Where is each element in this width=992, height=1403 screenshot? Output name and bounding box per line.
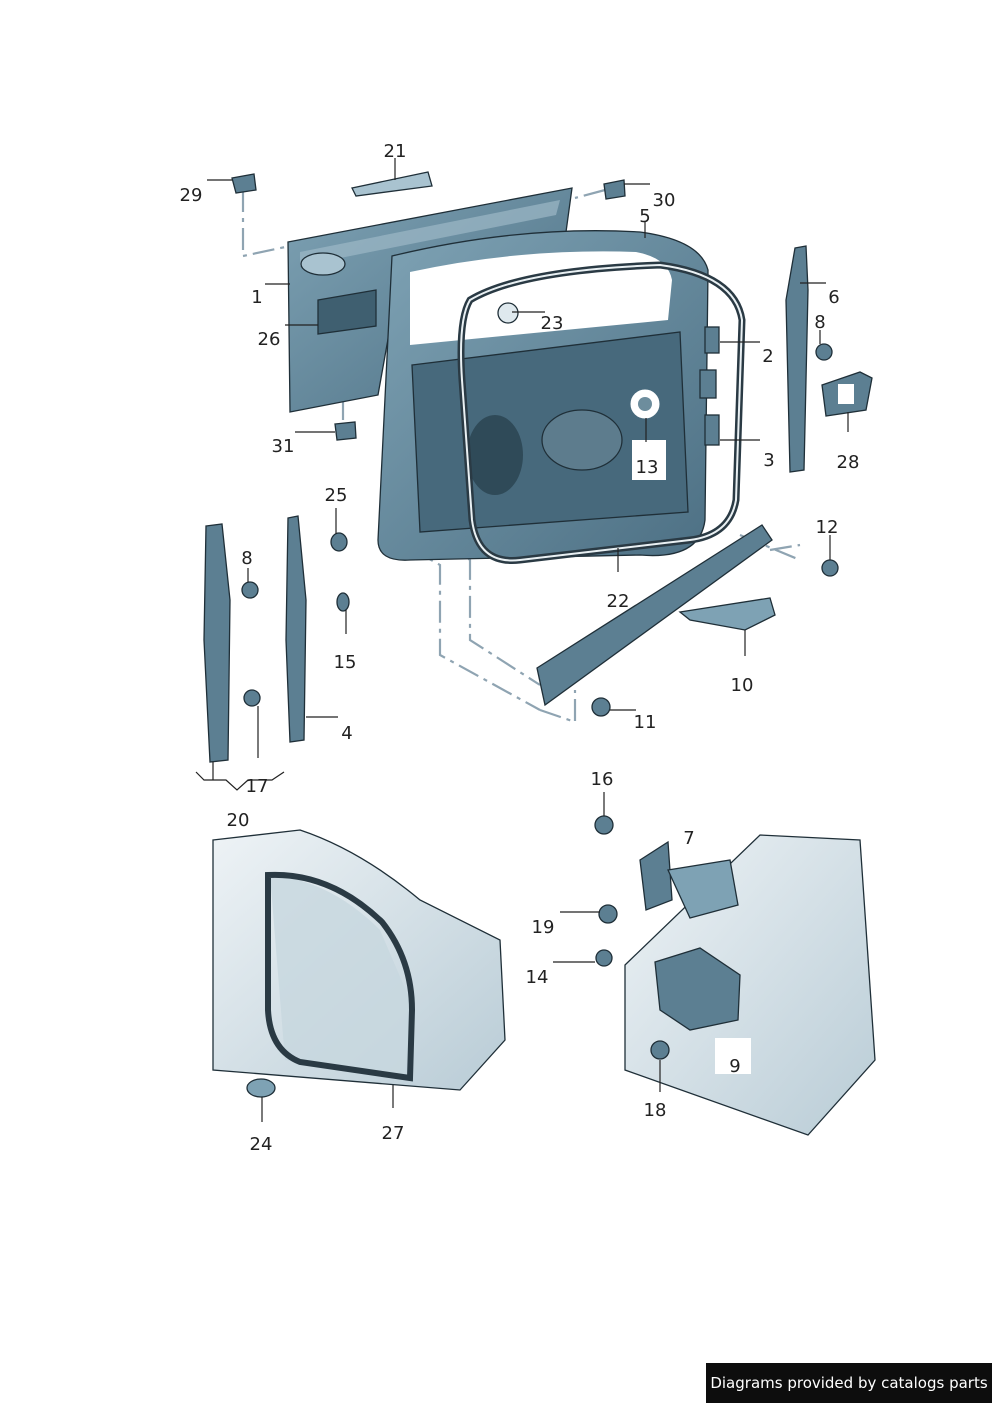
bolt-16 [594,815,614,835]
bolt-8-left [241,581,259,599]
callout-3: 3 [763,450,774,471]
callout-25: 25 [325,485,348,506]
clip-30 [603,179,626,200]
bolt-12 [821,559,839,577]
plug-15 [336,592,350,612]
window-guide-6 [785,245,809,473]
bolt-14 [595,949,613,967]
clip-31 [334,421,357,441]
callout-2: 2 [762,346,773,367]
callout-23: 23 [541,313,564,334]
bracket-2 [699,326,720,399]
bracket-3 [704,414,720,446]
callout-11: 11 [634,712,657,733]
callout-8-right: 8 [814,312,825,333]
bolt-17 [243,689,261,707]
callout-21: 21 [384,141,407,162]
callout-9: 9 [729,1056,740,1077]
callout-10: 10 [731,675,754,696]
callout-14: 14 [526,967,549,988]
plug-24 [246,1078,276,1098]
callout-6: 6 [828,287,839,308]
bolt-18 [650,1040,670,1060]
callout-8-left: 8 [241,548,252,569]
window-regulator-10 [536,524,776,707]
callout-28: 28 [837,452,860,473]
callout-1: 1 [251,287,262,308]
sealant-tube-21 [351,171,433,197]
callout-24: 24 [250,1134,273,1155]
nut-11 [591,697,611,717]
bolt-19 [598,904,618,924]
callout-31: 31 [272,436,295,457]
callout-15: 15 [334,652,357,673]
hinge-7 [639,840,739,919]
callout-5: 5 [639,206,650,227]
callout-26: 26 [258,329,281,350]
leader-lines [195,158,849,1122]
callout-30: 30 [653,190,676,211]
callout-18: 18 [644,1100,667,1121]
callout-29: 29 [180,185,203,206]
sealing-strip-4 [285,515,307,743]
footer-credit: Diagrams provided by catalogs parts [706,1363,992,1403]
plug-25 [330,532,348,552]
callout-19: 19 [532,917,555,938]
callout-12: 12 [816,517,839,538]
callout-22: 22 [607,591,630,612]
callout-labels: 21 29 30 5 1 6 23 8 26 2 31 3 28 13 25 1… [180,141,860,1155]
door-shell [377,230,709,561]
bolt-8-right [815,343,833,361]
handle-bracket-28 [821,371,873,417]
callout-27: 27 [382,1123,405,1144]
callout-17: 17 [246,776,269,797]
callout-7: 7 [683,828,694,849]
body-opening [212,829,506,1091]
callout-20: 20 [227,810,250,831]
callout-16: 16 [591,769,614,790]
callout-4: 4 [341,723,352,744]
clip-29 [231,173,257,194]
hinge-9 [654,947,741,1031]
front-guide-strip [203,523,231,763]
body-seal-27 [265,871,416,1082]
callout-13: 13 [636,457,659,478]
